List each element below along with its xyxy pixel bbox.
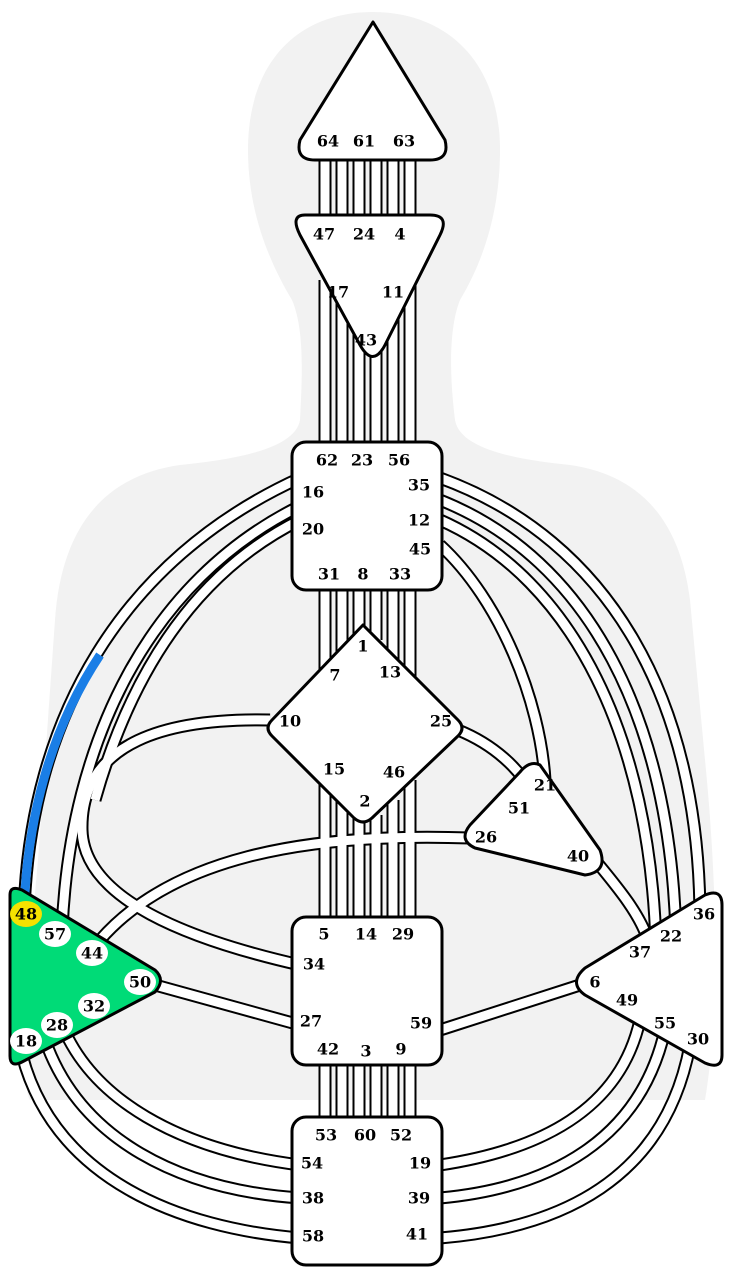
channel-20-34 <box>90 515 303 802</box>
channel-32-54 <box>55 1018 301 1170</box>
gate-49: 49 <box>616 991 638 1010</box>
gate-59: 59 <box>410 1014 432 1033</box>
gate-54: 54 <box>301 1154 323 1173</box>
gate-2: 2 <box>359 792 370 811</box>
gate-1: 1 <box>357 637 368 656</box>
gate-27: 27 <box>300 1012 322 1031</box>
center-head <box>297 20 448 162</box>
gate-39: 39 <box>408 1189 430 1208</box>
gate-38: 38 <box>302 1189 324 1208</box>
gate-6: 6 <box>589 973 600 992</box>
gate-10: 10 <box>279 712 301 731</box>
gate-55: 55 <box>654 1014 676 1033</box>
gate-8: 8 <box>357 565 368 584</box>
channel-12-22 <box>438 495 681 936</box>
channel-45-21 <box>436 541 550 781</box>
gate-16: 16 <box>302 483 324 502</box>
centers <box>8 20 724 1267</box>
gate-12: 12 <box>408 511 430 530</box>
gate-60: 60 <box>354 1126 376 1145</box>
gate-58: 58 <box>302 1227 324 1246</box>
gate-48-badge <box>10 901 42 927</box>
center-solar-plexus <box>575 891 724 1067</box>
gate-37: 37 <box>629 943 651 962</box>
gate-45: 45 <box>409 540 431 559</box>
channel-55-39 <box>439 1028 670 1203</box>
channel-10-57 <box>77 715 301 970</box>
center-ajna <box>294 213 445 358</box>
channel-44-26 <box>96 832 471 943</box>
gate-50: 50 <box>129 973 151 992</box>
gate-18-badge <box>10 1028 42 1054</box>
gate-29: 29 <box>392 925 414 944</box>
center-g <box>266 623 464 824</box>
gate-52: 52 <box>390 1126 412 1145</box>
channel-49-19 <box>439 1019 645 1170</box>
channel-57-20 <box>57 501 302 931</box>
gate-63: 63 <box>393 132 415 151</box>
gate-46: 46 <box>383 763 405 782</box>
gate-62: 62 <box>316 451 338 470</box>
channel-28-38 <box>40 1038 301 1203</box>
gate-43: 43 <box>355 331 377 350</box>
gate-64: 64 <box>317 132 339 151</box>
gate-35: 35 <box>408 476 430 495</box>
gate-19: 19 <box>409 1154 431 1173</box>
gate-4: 4 <box>394 225 405 244</box>
channel-18-58 <box>17 1053 301 1243</box>
gate-30: 30 <box>687 1030 709 1049</box>
gate-20: 20 <box>302 520 324 539</box>
gate-31: 31 <box>318 565 340 584</box>
gate-57-badge <box>39 921 71 947</box>
gate-36: 36 <box>693 905 715 924</box>
gate-44-badge <box>76 940 108 966</box>
gate-22: 22 <box>660 927 682 946</box>
channel-59-6 <box>438 980 582 1035</box>
gate-9: 9 <box>395 1040 406 1059</box>
gate-5: 5 <box>318 925 329 944</box>
gate-48: 48 <box>15 905 37 924</box>
gate-23: 23 <box>351 451 373 470</box>
gate-32-badge <box>78 993 110 1019</box>
channel-12-22b <box>438 515 661 946</box>
gate-15: 15 <box>323 760 345 779</box>
gate-34: 34 <box>303 955 325 974</box>
gate-28: 28 <box>46 1016 68 1035</box>
gate-42: 42 <box>317 1040 339 1059</box>
center-sacral <box>290 915 444 1067</box>
center-heart <box>463 762 604 877</box>
gate-47: 47 <box>313 225 335 244</box>
gate-61: 61 <box>353 132 375 151</box>
gate-57: 57 <box>44 925 66 944</box>
gate-11: 11 <box>382 283 404 302</box>
channel-50-27 <box>153 980 302 1030</box>
channel-30-41 <box>439 1044 695 1243</box>
channel-35-36 <box>438 473 705 921</box>
gate-50-badge <box>124 969 156 995</box>
gate-41: 41 <box>406 1225 428 1244</box>
gate-53: 53 <box>315 1126 337 1145</box>
gate-25: 25 <box>430 712 452 731</box>
center-throat <box>290 440 444 592</box>
gate-26: 26 <box>475 828 497 847</box>
gate-56: 56 <box>388 451 410 470</box>
gate-32: 32 <box>83 997 105 1016</box>
gate-21: 21 <box>534 776 556 795</box>
gate-33: 33 <box>389 565 411 584</box>
gate-44: 44 <box>81 944 103 963</box>
gate-13: 13 <box>379 663 401 682</box>
gate-24: 24 <box>353 225 375 244</box>
gate-40: 40 <box>567 847 589 866</box>
gate-18: 18 <box>15 1032 37 1051</box>
gate-17: 17 <box>327 283 349 302</box>
gate-51: 51 <box>508 799 530 818</box>
gate-14: 14 <box>355 925 377 944</box>
channel-48-16-active <box>19 652 104 913</box>
gate-7: 7 <box>329 666 340 685</box>
gate-3: 3 <box>360 1042 371 1061</box>
center-root <box>290 1115 444 1267</box>
gate-28-badge <box>41 1012 73 1038</box>
